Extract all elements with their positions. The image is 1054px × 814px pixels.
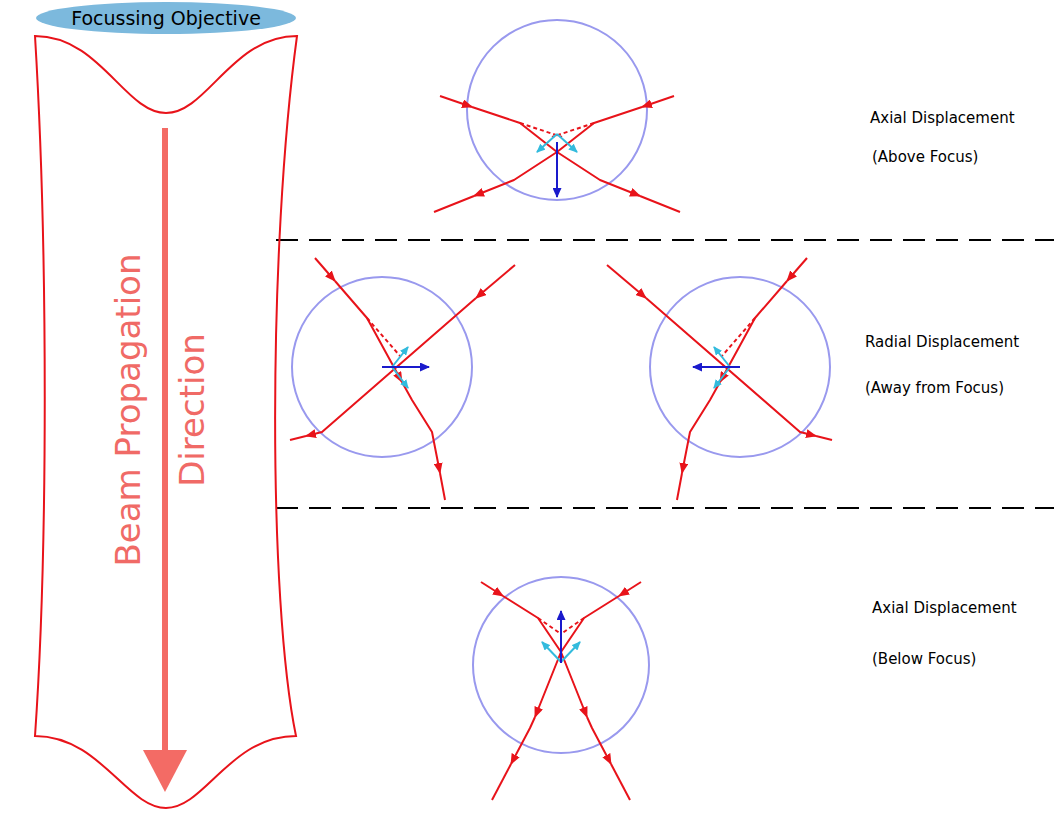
caption-label: Radial Displacement — [865, 333, 1019, 351]
force-component — [392, 134, 730, 662]
light-ray — [440, 473, 445, 500]
net-force — [382, 142, 740, 663]
unrefracted-path — [561, 618, 584, 634]
force-component — [392, 367, 408, 388]
force-component — [537, 134, 557, 152]
light-ray — [474, 107, 642, 196]
force-component — [714, 367, 730, 388]
light-ray — [476, 265, 515, 298]
caption-label: Axial Displacement — [870, 109, 1015, 127]
light-ray — [440, 96, 472, 107]
light-ray — [492, 764, 511, 800]
light-ray — [472, 107, 640, 196]
light-ray — [619, 582, 641, 596]
light-ray — [315, 258, 335, 281]
direction-label: Beam Propagation Direction — [96, 210, 224, 610]
light-ray — [816, 436, 832, 440]
propagation-arrow — [162, 128, 168, 752]
light-ray — [640, 196, 680, 212]
light-ray — [646, 298, 816, 436]
laser-beam: Beam Propagation Direction — [30, 30, 305, 814]
light-ray — [642, 96, 674, 107]
caption-label: (Above Focus) — [872, 148, 978, 166]
unrefracted-path — [367, 318, 400, 356]
light-ray — [306, 298, 476, 436]
net-force — [382, 366, 429, 368]
beam-envelope — [35, 36, 297, 808]
light-ray — [290, 436, 306, 440]
sphere-outline — [292, 20, 830, 753]
light-ray — [607, 265, 646, 298]
unrefracted-path — [538, 618, 561, 634]
net-force — [556, 142, 558, 197]
sphere-outline — [467, 20, 647, 200]
divider-lines — [276, 239, 1054, 241]
light-ray — [434, 196, 474, 212]
net-force — [693, 366, 740, 368]
light-ray — [503, 596, 587, 717]
divider-lines — [276, 507, 1054, 509]
force-component — [561, 642, 580, 662]
beam-outline — [30, 30, 305, 814]
light-ray — [587, 717, 611, 764]
caption-label: Axial Displacement — [872, 599, 1017, 617]
light-ray — [290, 96, 832, 800]
light-ray — [481, 582, 503, 596]
objective-lens: Focussing Objective — [35, 1, 297, 35]
unrefracted-path — [367, 123, 755, 634]
light-ray — [677, 473, 682, 500]
light-ray — [682, 382, 720, 473]
sphere-outline — [650, 277, 830, 457]
lens-shape — [36, 2, 296, 34]
force-component — [714, 347, 730, 367]
light-ray — [535, 596, 619, 717]
caption-label: (Away from Focus) — [865, 379, 1004, 397]
propagation-arrowhead — [143, 750, 187, 792]
sphere-outline — [473, 577, 649, 753]
light-ray — [511, 717, 535, 764]
net-force — [560, 611, 562, 663]
light-ray — [611, 764, 630, 800]
lens-label: Focussing Objective — [71, 7, 261, 29]
light-ray — [787, 258, 807, 281]
force-component — [392, 347, 408, 367]
caption-label: (Below Focus) — [872, 650, 976, 668]
force-component — [542, 642, 561, 662]
light-ray — [402, 382, 440, 473]
sphere-outline — [292, 277, 472, 457]
unrefracted-path — [722, 318, 755, 356]
divider-lines — [276, 240, 1054, 508]
force-component — [557, 134, 577, 152]
